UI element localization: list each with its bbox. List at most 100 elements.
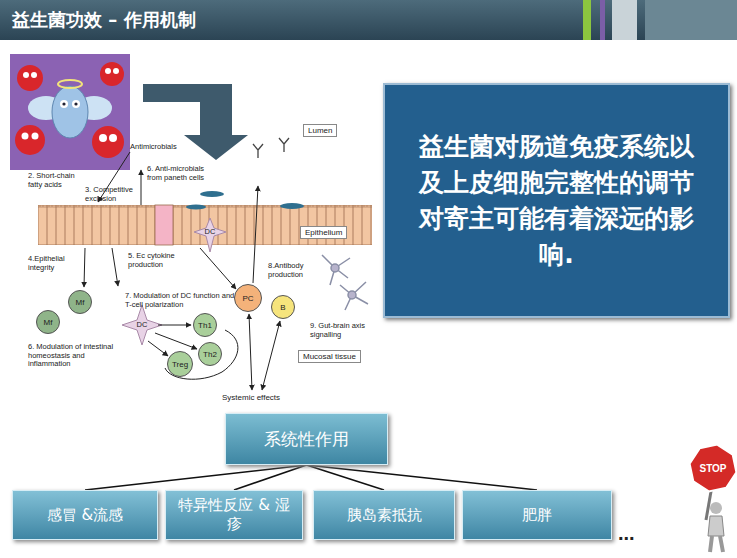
- connector: [85, 465, 307, 490]
- node-text: 特异性反应 & 湿疹: [172, 496, 296, 534]
- antibodies: [253, 138, 289, 158]
- drawing-part: [645, 0, 737, 40]
- node-text: 益生菌对肠道免疫系统以及上皮细胞完整性的调节对寄主可能有着深远的影响.: [407, 129, 706, 273]
- node-text: Treg: [172, 360, 188, 369]
- drawing-part: [52, 86, 88, 138]
- drawing-part: [280, 203, 304, 209]
- drawing-part: [348, 291, 356, 299]
- drawing-part: [38, 205, 372, 245]
- drawing-part: [194, 218, 226, 252]
- drawing-part: [322, 255, 350, 285]
- ellipsis: ...: [618, 522, 658, 544]
- probiotic-cartoon: [10, 54, 130, 170]
- cell-circle: Th1: [193, 313, 217, 337]
- stop-text: STOP: [696, 463, 730, 474]
- drawing-part: [600, 0, 605, 40]
- drawing-part: [340, 282, 368, 310]
- drawing-part: [583, 0, 591, 40]
- drawing-part: [31, 72, 37, 78]
- node-text: 系统性作用: [264, 428, 349, 451]
- region-tag: Epithelium: [300, 226, 347, 239]
- drawing-part: [113, 68, 119, 74]
- title-bar: [0, 0, 737, 40]
- process-label: Systemic effects: [222, 394, 292, 403]
- outcome-box: 感冒 &流感: [12, 490, 158, 540]
- process-label: Antimicrobials: [130, 143, 178, 152]
- slide-title: 益生菌功效 – 作用机制: [0, 0, 196, 40]
- drawing-part: [148, 341, 168, 356]
- process-label: 6. Modulation of intestinal homeostasis …: [28, 343, 122, 369]
- cell-circle: PC: [234, 284, 262, 312]
- drawing-part: [122, 305, 162, 345]
- drawing-part: [200, 191, 224, 197]
- drawing-part: [58, 80, 82, 88]
- drawing-part: [105, 68, 111, 74]
- node-text: Epithelium: [305, 228, 342, 237]
- drawing-part: [141, 170, 142, 205]
- drawing-part: [186, 205, 206, 210]
- drawing-part: [112, 248, 118, 286]
- cell-circle: Mf: [68, 290, 92, 314]
- drawing-part: [158, 325, 191, 326]
- node-text: 胰岛素抵抗: [347, 506, 422, 525]
- drawing-part: [200, 248, 236, 289]
- cell-circle: B: [271, 295, 295, 319]
- cell-label: DC: [202, 228, 218, 237]
- process-label: 5. Ec cytokine production: [128, 252, 192, 269]
- drawing-part: [60, 100, 68, 108]
- process-box: 系统性作用: [225, 413, 388, 465]
- outcome-box: 特异性反应 & 湿疹: [165, 490, 303, 540]
- drawing-part: [155, 333, 197, 349]
- drawing-part: [22, 133, 29, 140]
- drawing-part: [10, 54, 130, 170]
- drawing-part: [84, 248, 85, 287]
- stop-figure: [687, 442, 737, 552]
- process-label: 3. Competitive exclusion: [85, 186, 137, 203]
- process-label: 4.Epithelial integrity: [28, 255, 72, 272]
- dc-cells: [122, 218, 226, 345]
- drawing-part: [279, 138, 289, 152]
- drawing-part: [253, 186, 258, 283]
- process-label: 8.Antibody production: [268, 262, 320, 279]
- drawing-part: [155, 205, 173, 245]
- outcome-box: 肥胖: [462, 490, 612, 540]
- drawing-part: [32, 133, 39, 140]
- outcome-box: 胰岛素抵抗: [313, 490, 455, 540]
- cell-circle: Th2: [198, 342, 222, 366]
- diagram-arrows: [84, 152, 280, 390]
- drawing-part: [92, 126, 124, 158]
- cell-label: DC: [134, 321, 150, 330]
- process-label: 6. Anti-microbials from paneth cells: [147, 165, 219, 182]
- drawing-part: [253, 144, 263, 158]
- drawing-part: [262, 321, 280, 390]
- drawing-part: [612, 0, 637, 40]
- drawing-part: [708, 516, 724, 536]
- process-label: 7. Modulation of DC function and T-cell …: [125, 292, 237, 309]
- drawing-part: [62, 102, 65, 105]
- region-tag: Lumen: [303, 124, 337, 137]
- drawing-part: [687, 442, 737, 494]
- drawing-part: [100, 62, 124, 86]
- node-text: Mf: [44, 318, 53, 327]
- node-text: Lumen: [308, 126, 332, 135]
- node-text: PC: [242, 294, 253, 303]
- drawing-part: [720, 536, 723, 552]
- connector: [234, 465, 307, 490]
- drawing-part: [249, 314, 252, 390]
- drawing-part: [74, 102, 77, 105]
- drawing-part: [15, 125, 45, 155]
- node-text: Th2: [203, 350, 217, 359]
- drawing-part: [72, 100, 80, 108]
- region-tag: Mucosal tissue: [298, 350, 361, 363]
- drawing-part: [17, 65, 43, 91]
- cell-circle: Mf: [36, 310, 60, 334]
- drawing-part: [109, 134, 117, 142]
- node-text: Mucosal tissue: [303, 352, 356, 361]
- drawing-part: [710, 536, 712, 552]
- node-text: Th1: [198, 321, 212, 330]
- cell-circle: Treg: [167, 351, 193, 377]
- drawing-part: [710, 502, 722, 514]
- node-text: 肥胖: [522, 506, 552, 525]
